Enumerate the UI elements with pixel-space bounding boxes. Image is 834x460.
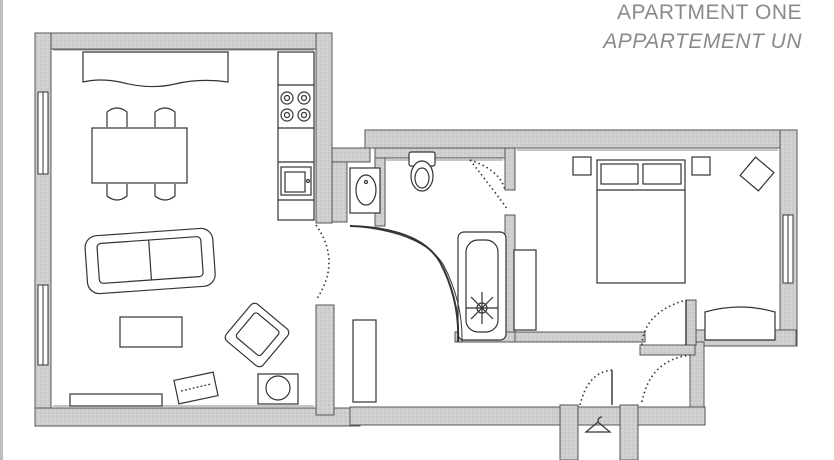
door-swings xyxy=(315,159,691,406)
kitchen xyxy=(277,51,315,221)
coat-hanger-icon xyxy=(584,416,612,433)
nightstand xyxy=(572,156,592,176)
bathroom xyxy=(349,151,537,341)
living-furniture xyxy=(69,51,299,407)
hall-console xyxy=(352,319,377,403)
washbasin xyxy=(349,167,381,214)
bedroom-chair xyxy=(739,156,775,192)
bedroom xyxy=(572,156,776,341)
wall-top-left xyxy=(34,32,333,50)
hall-curved-wall xyxy=(349,225,460,343)
dining-chair xyxy=(106,184,128,201)
bed-icon xyxy=(596,159,686,284)
wall-top-right-step xyxy=(331,147,371,163)
wall-left-right-upper xyxy=(315,32,333,224)
coffee-table xyxy=(119,316,183,348)
door-swing-bath xyxy=(469,159,506,191)
door-swing-closet xyxy=(641,354,691,403)
door-swing-living xyxy=(315,224,330,301)
tv-unit xyxy=(173,371,219,405)
bathtub-icon xyxy=(457,231,507,341)
wall-top-right xyxy=(364,129,798,149)
sofa-icon xyxy=(84,227,216,295)
dining-chair xyxy=(106,107,128,127)
door-swing-entry xyxy=(579,369,613,406)
dining-chair xyxy=(154,184,176,201)
shower-drain-icon xyxy=(466,292,498,324)
wall-bath-top xyxy=(374,147,516,159)
door-swing-bedroom xyxy=(641,299,687,346)
dresser xyxy=(704,306,776,341)
entry xyxy=(584,416,612,433)
wall-bath-bedroom xyxy=(504,147,516,191)
wall-bottom-left xyxy=(34,407,361,427)
bath-shelf xyxy=(513,249,537,331)
wall-entry-right xyxy=(619,404,639,460)
nightstand xyxy=(691,156,711,176)
side-table-round xyxy=(265,375,291,401)
wall-entry-left xyxy=(559,404,579,460)
dining-chair xyxy=(154,107,176,127)
walls xyxy=(34,32,798,460)
windows xyxy=(37,91,794,366)
wall-bedroom-inner xyxy=(514,331,646,343)
apartment-title: APARTMENT ONE xyxy=(616,1,802,24)
wall-closet-divider xyxy=(639,344,696,356)
door-swing-bath-inner xyxy=(469,159,509,211)
apartment-title-french: APPARTEMENT UN xyxy=(603,30,802,53)
wall-bottom-mid xyxy=(349,406,706,426)
door-leaves xyxy=(349,225,687,405)
dining-table-icon xyxy=(91,127,188,184)
sideboard xyxy=(82,51,229,88)
sink-icon xyxy=(280,166,312,196)
stove-icon xyxy=(280,91,311,122)
wall-bedroom-pillar xyxy=(685,299,697,346)
wall-left-right-lower xyxy=(315,304,335,416)
hall-furniture xyxy=(352,319,377,403)
wall-inner-lines xyxy=(53,49,778,407)
radiator xyxy=(69,393,163,407)
armchair-icon xyxy=(224,302,290,368)
wall-kitchen-sink-niche xyxy=(331,161,348,223)
left-edge-line xyxy=(0,0,3,460)
toilet-icon xyxy=(408,151,436,192)
